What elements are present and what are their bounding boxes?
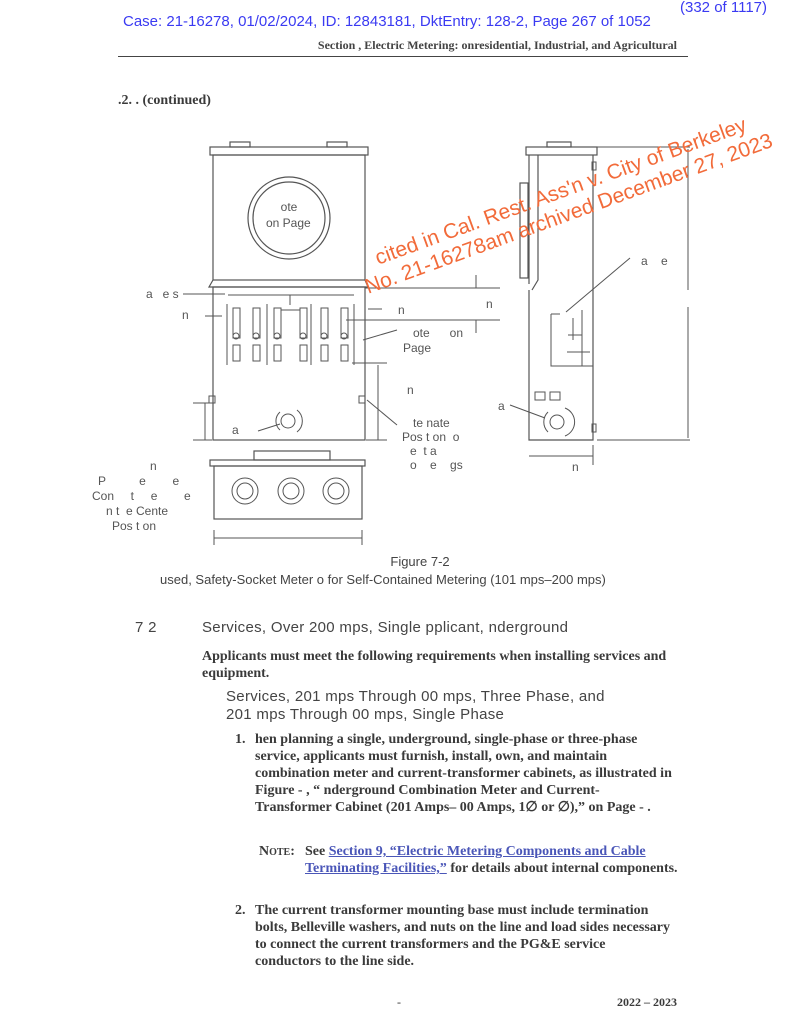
- side-label-knockout: a: [498, 399, 505, 413]
- alt-position-3: e t a: [410, 444, 437, 458]
- bottom-left-label-2: P e e: [98, 474, 180, 488]
- housing-top-cap: [209, 146, 369, 156]
- bottom-left-label-1: n: [150, 459, 157, 473]
- meter-housing: [212, 154, 366, 281]
- label-a-es: a e s: [146, 287, 179, 301]
- section-title: Services, Over 200 mps, Single pplicant,…: [202, 619, 569, 636]
- list-item-number: 1.: [235, 732, 246, 747]
- subheading-line-2: 201 mps Through 00 mps, Single Phase: [226, 706, 505, 723]
- meter-note-label-1: ote: [280, 200, 298, 214]
- note-see: See: [305, 844, 326, 859]
- section-intro: Applicants must meet the following requi…: [202, 649, 667, 681]
- running-header: Section , Electric Metering: onresidenti…: [317, 38, 677, 52]
- note-on-page-2: Page: [403, 341, 432, 355]
- knockout-box: [213, 465, 363, 520]
- bottom-left-label-3: Con t e e: [92, 489, 191, 503]
- label-n-dim: n: [407, 383, 414, 397]
- figure-caption: used, Safety-Socket Meter o for Self-Con…: [160, 572, 606, 587]
- meter-note-label-2: on Page: [266, 216, 311, 230]
- note-label: Note:: [259, 844, 295, 859]
- label-n-left: n: [182, 308, 189, 322]
- label-n-right: n: [486, 297, 493, 311]
- alt-position-1: te nate: [413, 416, 450, 430]
- alt-position-2: Pos t on o: [402, 430, 460, 444]
- list-item-text: The current transformer mounting base mu…: [255, 903, 670, 969]
- section-number: 7 2: [135, 619, 157, 636]
- meter-ring: [247, 176, 331, 260]
- list-item-number: 2.: [235, 903, 246, 918]
- section-continued-heading: .2. . (continued): [118, 93, 211, 108]
- meter-socket-diagram: [183, 141, 690, 545]
- side-label-top: a e: [641, 254, 668, 268]
- bottom-left-label-4: n t e Cente: [106, 504, 169, 518]
- case-header-stamp: Case: 21-16278, 01/02/2024, ID: 12843181…: [123, 13, 651, 30]
- figure-number: Figure 7-2: [390, 554, 450, 569]
- footer-page-number: -: [397, 995, 401, 1009]
- subheading-line-1: Services, 201 mps Through 00 mps, Three …: [226, 688, 605, 705]
- note-on-page-1: ote on: [413, 326, 464, 340]
- header-rule: [118, 56, 688, 57]
- alt-position-4: o e gs: [410, 458, 463, 472]
- note-body: See Section 9, “Electric Metering Compon…: [305, 843, 680, 877]
- bottom-left-label-5: Pos t on: [112, 519, 157, 533]
- page-count-stamp: (332 of 1117): [680, 0, 768, 16]
- footer-years: 2022 – 2023: [617, 995, 677, 1009]
- label-knockout: a: [232, 423, 239, 437]
- label-n-mid: n: [398, 303, 405, 317]
- list-item-text: hen planning a single, underground, sing…: [255, 732, 672, 815]
- section-9-link[interactable]: Section 9, “Electric Metering Components…: [305, 844, 646, 876]
- side-label-n: n: [572, 460, 579, 474]
- note-rest: for details about internal components.: [446, 861, 678, 876]
